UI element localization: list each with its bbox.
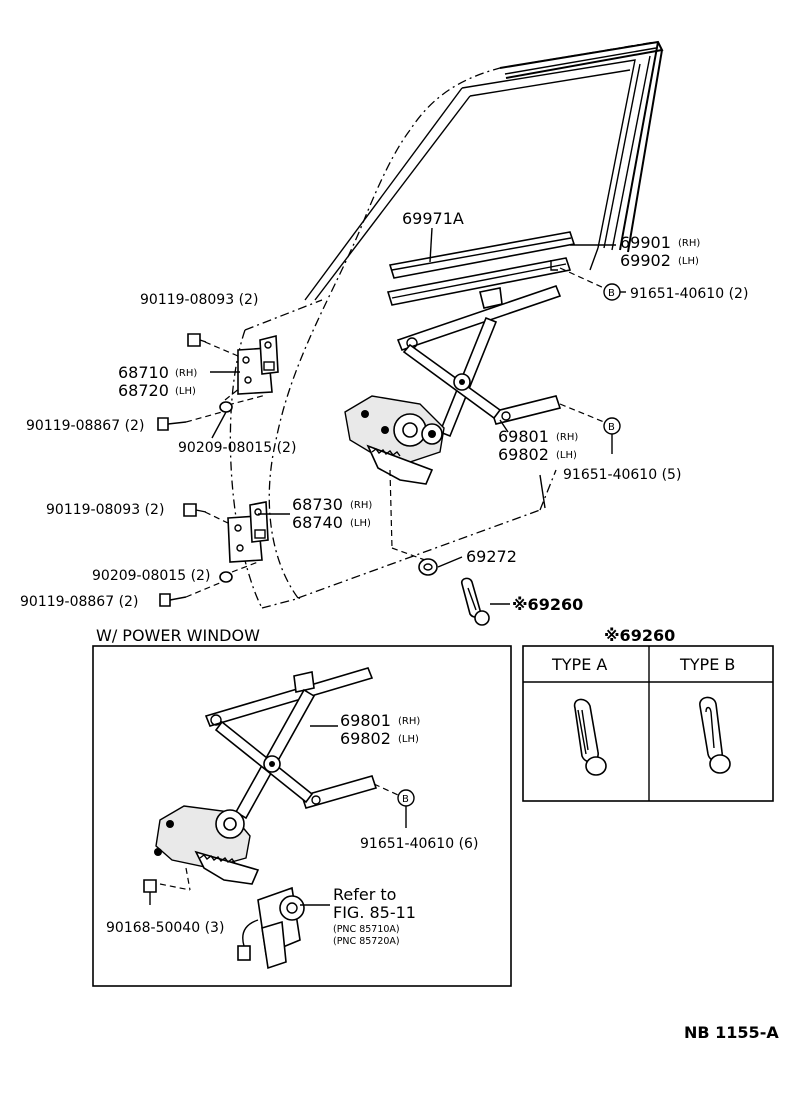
window-handle [460,577,490,626]
label-power-69801: 69801 [340,711,391,730]
manual-regulator [344,284,562,561]
label-69901: 69901 [620,233,671,252]
label-90119-08867-lower: 90119-08867 (2) [20,594,138,610]
label-90119-08867-upper: 90119-08867 (2) [26,418,144,434]
label-68740-side: (LH) [350,518,371,529]
label-90119-08093-upper: 90119-08093 (2) [140,292,258,308]
label-69260: ※69260 [512,595,583,614]
handle-type-b-image [699,696,731,774]
clip-b-letter-mid: B [608,422,615,433]
label-90209-upper: 90209-08015 (2) [178,440,296,456]
power-regulator [154,667,378,891]
clip-b-letter-power: B [402,794,409,805]
bolt-upper-hinge [187,333,207,347]
washer-lower [219,571,233,583]
bolt-lower [159,581,223,607]
label-power-90168: 90168-50040 (3) [106,920,224,936]
refer-line2: FIG. 85-11 [333,903,416,922]
refer-line1: Refer to [333,885,396,904]
bolt-lower-hinge [183,503,207,517]
clip-b-letter-upper: B [608,288,615,299]
label-91651-mid: 91651-40610 (5) [563,467,681,483]
handle-table-title: ※69260 [604,626,675,645]
label-68710-side: (RH) [175,368,197,379]
label-69801-side: (RH) [556,432,578,443]
label-69971a: 69971A [402,209,464,228]
label-69272: 69272 [466,547,517,566]
label-69902: 69902 [620,251,671,270]
label-power-69802-side: (LH) [398,734,419,745]
window-motor [237,886,330,970]
label-91651-upper: 91651-40610 (2) [630,286,748,302]
label-68720: 68720 [118,381,169,400]
leader-lines [210,244,626,605]
handle-type-a-header: TYPE A [551,655,607,674]
door-frame-run [304,40,664,301]
label-power-69801-side: (RH) [398,716,420,727]
glass-channel [386,227,576,306]
label-68740: 68740 [292,513,343,532]
label-90209-lower: 90209-08015 (2) [92,568,210,584]
escutcheon [418,558,438,576]
power-window-frame [92,645,512,987]
refer-pnc1: (PNC 85710A) [333,924,400,935]
upper-hinge [204,334,279,406]
washer-upper [211,401,233,439]
handle-type-table: ※69260 TYPE A TYPE B [522,626,774,802]
label-68730-side: (RH) [350,500,372,511]
handle-type-b-header: TYPE B [679,655,735,674]
label-power-91651: 91651-40610 (6) [360,836,478,852]
handle-table-frame [522,645,774,802]
bolt-90168 [143,879,157,905]
lower-hinge [204,501,269,573]
label-68730: 68730 [292,495,343,514]
label-69902-side: (LH) [678,256,699,267]
label-69801: 69801 [498,427,549,446]
door-outline [229,41,656,609]
label-power-69802: 69802 [340,729,391,748]
label-90119-08093-lower: 90119-08093 (2) [46,502,164,518]
power-window-title: W/ POWER WINDOW [96,626,260,645]
power-window-panel: W/ POWER WINDOW [92,626,512,987]
figure-code: NB 1155-A [684,1023,779,1042]
bolt-upper-lower [157,411,223,431]
label-68710: 68710 [118,363,169,382]
refer-pnc2: (PNC 85720A) [333,936,400,947]
label-68720-side: (LH) [175,386,196,397]
main-labels: 69971A 69901 (RH) 69902 (LH) B 91651-406… [20,209,748,614]
label-69802-side: (LH) [556,450,577,461]
clip-b-power: B [373,783,415,828]
handle-type-a-image [573,698,607,776]
label-69802: 69802 [498,445,549,464]
label-69901-side: (RH) [678,238,700,249]
